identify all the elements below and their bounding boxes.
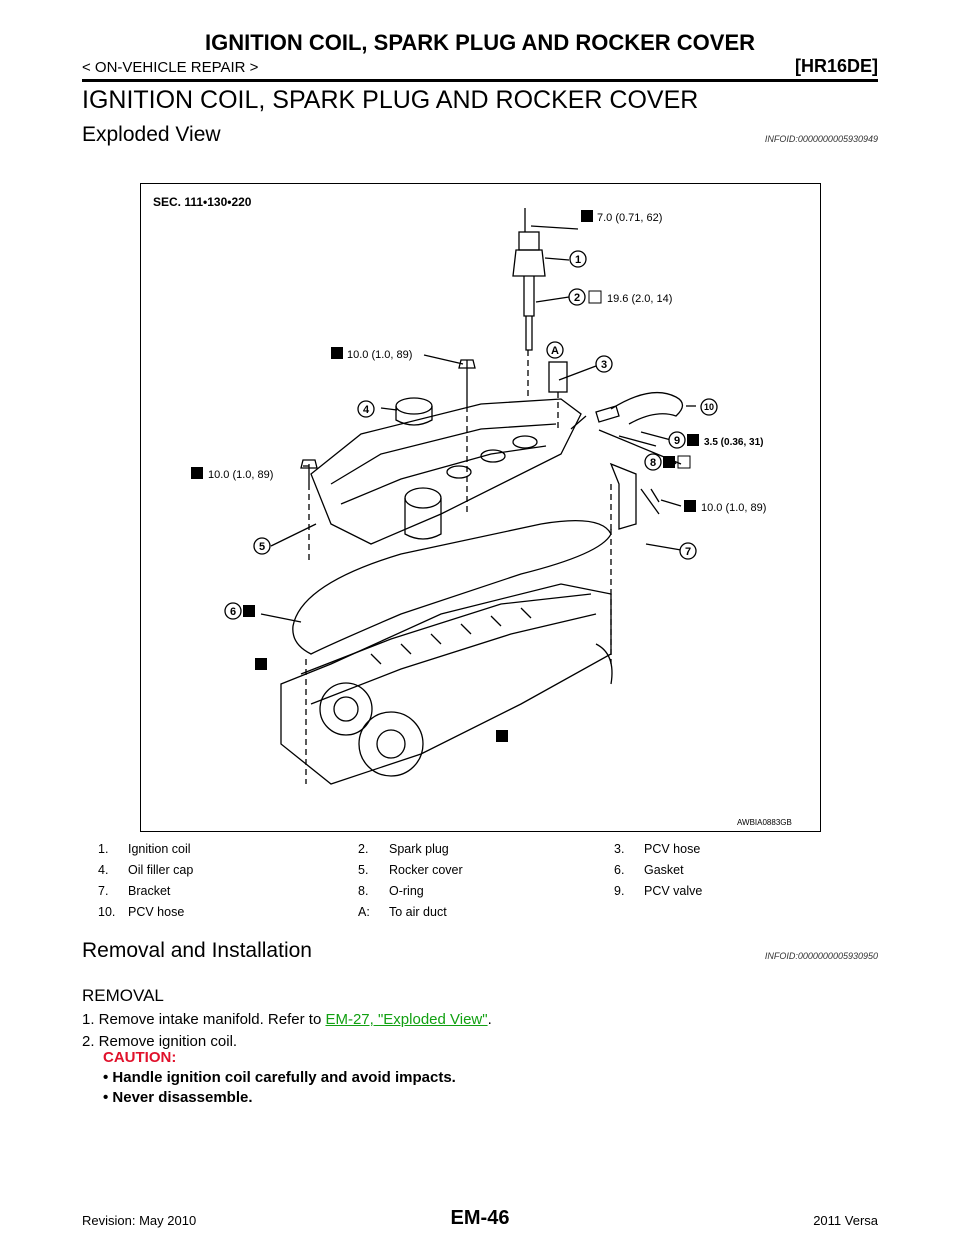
seal-icon: [677, 455, 691, 469]
exploded-view-heading: Exploded View: [82, 123, 221, 146]
step-1-text: 1. Remove intake manifold. Refer to: [82, 1011, 326, 1028]
parts-row: 1. Ignition coil 2. Spark plug 3. PCV ho…: [82, 842, 878, 863]
part-number: 8.: [358, 884, 369, 898]
part-name: O-ring: [389, 884, 424, 898]
callout-circle-a: [546, 341, 564, 359]
torque-value-3: 10.0 (1.0, 89): [347, 349, 412, 361]
footer-revision: Revision: May 2010: [82, 1213, 197, 1228]
torque-value-1: 7.0 (0.71, 62): [597, 212, 662, 224]
torque-icon: [581, 210, 593, 222]
step-2: 2. Remove ignition coil.: [82, 1033, 238, 1050]
part-name: Ignition coil: [128, 842, 191, 856]
torque-value-4: 10.0 (1.0, 89): [208, 469, 273, 481]
replace-part-icon: [663, 456, 675, 468]
section-breadcrumb: < ON-VEHICLE REPAIR >: [82, 59, 259, 76]
liquid-gasket-icon: [255, 658, 267, 670]
callout-8: 8: [650, 457, 656, 469]
torque-icon: [191, 467, 203, 479]
caution-bullet: • Never disassemble.: [103, 1089, 253, 1106]
parts-row: 7. Bracket 8. O-ring 9. PCV valve: [82, 884, 878, 905]
callout-circle-9: [668, 431, 686, 449]
footer-model: 2011 Versa: [813, 1213, 878, 1228]
part-number: 2.: [358, 842, 369, 856]
part-name: Gasket: [644, 863, 684, 877]
caution-bullet: • Handle ignition coil carefully and avo…: [103, 1069, 456, 1086]
part-number: 1.: [98, 842, 109, 856]
engine-code: [HR16DE]: [794, 56, 878, 76]
callout-circle-5: [253, 537, 271, 555]
liquid-gasket-icon: [496, 730, 508, 742]
callout-6: 6: [230, 606, 236, 618]
callout-circle-10: [700, 398, 718, 416]
part-name: Bracket: [128, 884, 171, 898]
callout-1: 1: [575, 254, 581, 266]
callout-4: 4: [363, 404, 370, 416]
part-name: Spark plug: [389, 842, 449, 856]
figure-code: AWBIA0883GB: [737, 818, 792, 827]
callout-5: 5: [259, 541, 265, 553]
exploded-view-figure: SEC. 111•130•220 1 2 3 4 5 6 7 8 9 10: [140, 183, 821, 832]
callout-a: A: [551, 345, 559, 357]
part-number: A:: [358, 905, 370, 919]
callout-7: 7: [685, 546, 691, 558]
callout-circle-6: [224, 602, 242, 620]
part-number: 6.: [614, 863, 625, 877]
page-title: IGNITION COIL, SPARK PLUG AND ROCKER COV…: [82, 86, 699, 114]
callout-9: 9: [674, 435, 680, 447]
part-name: PCV valve: [644, 884, 703, 898]
footer-page-number: EM-46: [450, 1207, 510, 1229]
step-1-suffix: .: [487, 1011, 492, 1028]
callout-3: 3: [601, 359, 607, 371]
torque-icon: [331, 347, 343, 359]
exploded-diagram: SEC. 111•130•220 1 2 3 4 5 6 7 8 9 10: [153, 195, 792, 827]
callout-circle-4: [357, 400, 375, 418]
callout-circle-8: [644, 453, 662, 471]
em-27-link[interactable]: EM-27, "Exploded View": [325, 1011, 488, 1028]
removal-infoid: INFOID:0000000005930950: [764, 951, 878, 961]
callout-circle-1: [569, 250, 587, 268]
caution-label: CAUTION:: [103, 1049, 177, 1066]
figure-section-label: SEC. 111•130•220: [153, 195, 252, 209]
removal-installation-heading: Removal and Installation: [82, 939, 312, 962]
torque-value-5: 3.5 (0.36, 31): [704, 437, 763, 448]
torque-value-2: 19.6 (2.0, 14): [607, 293, 672, 305]
header-rule: [82, 79, 878, 82]
part-name: PCV hose: [128, 905, 185, 919]
step-1: 1. Remove intake manifold. Refer to EM-2…: [82, 1011, 492, 1028]
running-header-title: IGNITION COIL, SPARK PLUG AND ROCKER COV…: [204, 30, 756, 55]
callout-circle-7: [679, 542, 697, 560]
part-number: 10.: [98, 905, 116, 919]
part-number: 5.: [358, 863, 369, 877]
part-name: To air duct: [389, 905, 447, 919]
callout-circle-2: [568, 288, 586, 306]
exploded-view-infoid: INFOID:0000000005930949: [764, 134, 878, 144]
torque-icon: [588, 290, 602, 304]
part-name: PCV hose: [644, 842, 701, 856]
parts-row: 4. Oil filler cap 5. Rocker cover 6. Gas…: [82, 863, 878, 884]
callout-10: 10: [704, 402, 714, 412]
part-number: 9.: [614, 884, 625, 898]
part-name: Rocker cover: [389, 863, 463, 877]
part-name: Oil filler cap: [128, 863, 194, 877]
callout-circle-3: [595, 355, 613, 373]
part-number: 4.: [98, 863, 109, 877]
part-number: 7.: [98, 884, 109, 898]
parts-row: 10. PCV hose A: To air duct: [82, 905, 878, 926]
callout-2: 2: [574, 292, 580, 304]
torque-value-6: 10.0 (1.0, 89): [701, 502, 766, 514]
replace-part-icon: [243, 605, 255, 617]
torque-icon: [684, 500, 696, 512]
part-number: 3.: [614, 842, 625, 856]
torque-icon: [687, 434, 699, 446]
removal-subheading: REMOVAL: [82, 986, 164, 1005]
